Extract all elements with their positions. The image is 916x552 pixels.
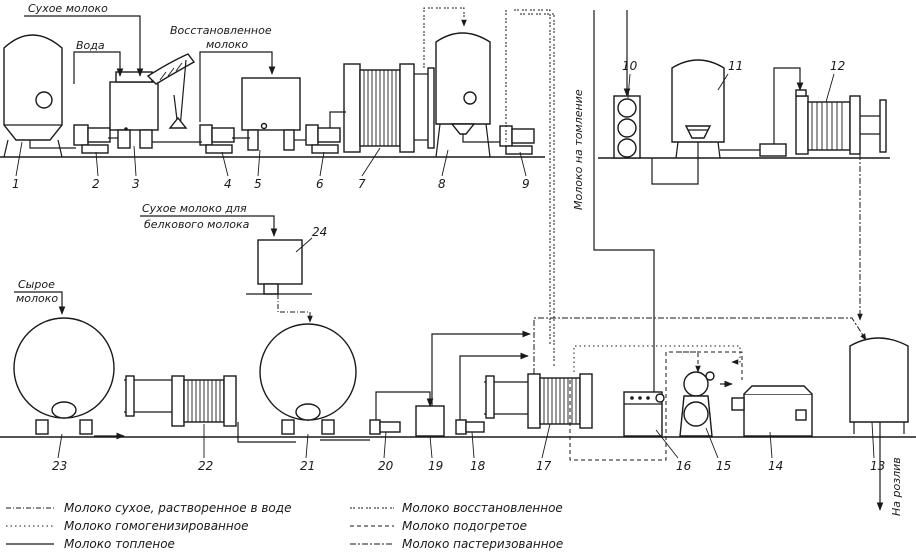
legend-label-homogenized: Молоко гомогенизированное <box>64 519 248 533</box>
number-16: 16 <box>676 459 692 473</box>
number-3: 3 <box>132 177 140 191</box>
equipment-2-pump <box>73 124 111 154</box>
number-10: 10 <box>622 59 638 73</box>
number-19: 19 <box>428 459 443 473</box>
pipe-homog-14 <box>573 345 741 372</box>
label-dry-milk-protein-1: Сухое молоко для <box>142 202 247 215</box>
number-6: 6 <box>316 177 324 191</box>
pipe-19-17 <box>431 330 531 406</box>
pipe-6-7 <box>329 111 346 128</box>
pipe-20-19 <box>375 391 434 420</box>
number-22: 22 <box>198 459 213 473</box>
label-water: Вода <box>76 39 105 52</box>
equipment-9-pump <box>499 125 535 155</box>
pipe-18-17 <box>459 352 529 420</box>
legend-label-dry-dissolved: Молоко сухое, растворенное в воде <box>64 501 291 515</box>
pipe-8-9 <box>462 134 500 143</box>
pipe-9-down-restored <box>514 9 551 344</box>
number-20: 20 <box>378 459 394 473</box>
label-dry-milk-protein-2: белкового молока <box>144 218 250 231</box>
pipe-7-8-restored <box>423 7 467 68</box>
equipment-22-heat-exchanger <box>124 375 237 427</box>
label-raw-milk-1: Сырое <box>18 278 55 291</box>
number-12: 12 <box>830 59 845 73</box>
equipment-1-tank <box>3 34 63 158</box>
number-5: 5 <box>254 177 262 191</box>
pipe-pump-12 <box>773 67 804 144</box>
number-14: 14 <box>768 459 783 473</box>
arrow-dry-milk <box>24 15 144 77</box>
arrow-water <box>73 51 124 84</box>
equipment-3-mixer <box>109 71 159 149</box>
pipe-9-down-restored-2 <box>520 13 555 366</box>
legend-label-pasteurized: Молоко пастеризованное <box>402 537 563 551</box>
equipment-13-tank <box>849 337 909 434</box>
number-21: 21 <box>300 459 315 473</box>
number-17: 17 <box>536 459 552 473</box>
label-restored-milk-1: Восстановленное <box>170 24 272 37</box>
equipment-8-tank <box>435 32 491 158</box>
equipment-11-tank <box>671 59 725 159</box>
label-restored-milk-2: молоко <box>206 38 248 51</box>
pipe-24-21 <box>277 294 313 323</box>
pipe-17-13-pasteurized <box>533 317 867 374</box>
legend: Молоко сухое, растворенное в воде Молоко… <box>6 501 563 551</box>
legend-label-restored: Молоко восстановленное <box>402 501 563 515</box>
pipe-baking-line <box>593 10 655 392</box>
pipe-heated-15 <box>678 351 701 373</box>
legend-label-heated: Молоко подогретое <box>402 519 527 533</box>
number-11: 11 <box>728 59 743 73</box>
number-9: 9 <box>522 177 530 191</box>
equipment-10-baker <box>613 95 641 159</box>
equipment-17-heat-exchanger <box>484 373 593 429</box>
equipment-conveyor <box>146 53 196 129</box>
number-4: 4 <box>224 177 232 191</box>
equipment-21-tank <box>259 323 357 435</box>
number-7: 7 <box>358 177 366 191</box>
equipment-15-homogenizer <box>679 371 715 437</box>
number-15: 15 <box>716 459 731 473</box>
arrow-restored-milk <box>199 51 276 122</box>
equipment-4-pump <box>199 124 235 154</box>
label-dry-milk: Сухое молоко <box>28 2 108 15</box>
equipment-20-pump <box>369 419 401 435</box>
equipment-7-heat-exchanger <box>343 63 435 153</box>
label-milk-to-baking: Молоко на томление <box>572 89 585 210</box>
equipment-23-tank <box>13 317 115 435</box>
equipment-14-separator <box>731 385 813 437</box>
equipment-24-hopper <box>246 239 312 295</box>
pipe-22-21 <box>237 422 296 443</box>
number-13: 13 <box>870 459 885 473</box>
equipment-5-tank <box>241 77 301 151</box>
equipment-12-heat-exchanger <box>795 89 887 155</box>
label-raw-milk-2: молоко <box>16 292 58 305</box>
legend-label-baked: Молоко топленое <box>64 537 175 551</box>
pipe-10-11 <box>651 142 699 185</box>
label-to-bottling: На розлив <box>890 457 903 516</box>
number-23: 23 <box>52 459 67 473</box>
equipment-18-pump <box>455 419 485 435</box>
equipment-pump-right <box>759 143 787 157</box>
arrow-raw-milk <box>14 291 66 315</box>
number-8: 8 <box>438 177 446 191</box>
pipe-heated-loop <box>569 351 743 461</box>
pipe-1-2 <box>29 140 76 149</box>
number-24: 24 <box>312 225 327 239</box>
equipment-6-pump <box>305 124 341 154</box>
number-18: 18 <box>470 459 486 473</box>
number-1: 1 <box>12 177 20 191</box>
arrow-dry-milk-protein <box>140 215 278 237</box>
equipment-16-console <box>623 391 665 437</box>
number-2: 2 <box>92 177 100 191</box>
equipment-19-tank <box>415 405 445 437</box>
